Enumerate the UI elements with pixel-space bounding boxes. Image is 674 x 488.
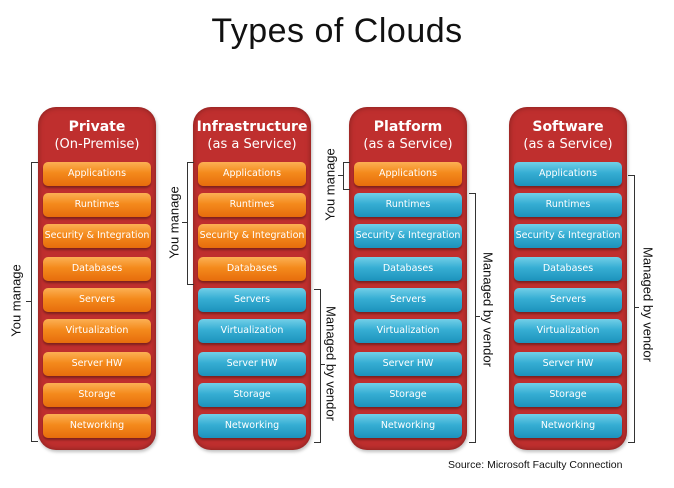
column-title: Infrastructure xyxy=(196,119,308,135)
layer-networking: Networking xyxy=(354,414,462,438)
bracket-tick xyxy=(26,301,31,302)
bracket-tick xyxy=(634,307,639,308)
layer-security-integration: Security & Integration xyxy=(514,224,622,248)
layer-servers: Servers xyxy=(354,288,462,312)
layer-servers: Servers xyxy=(198,288,306,312)
layer-servers: Servers xyxy=(43,288,151,312)
layer-servers: Servers xyxy=(514,288,622,312)
column-header: Private (On-Premise) xyxy=(38,118,156,154)
managed-by-vendor-label: Managed by vendor xyxy=(480,252,496,367)
layer-runtimes: Runtimes xyxy=(354,193,462,217)
layer-runtimes: Runtimes xyxy=(43,193,151,217)
diagram-title: Types of Clouds xyxy=(211,12,463,50)
layer-server-hw: Server HW xyxy=(514,352,622,376)
column-subtitle: (as a Service) xyxy=(523,137,613,152)
layer-databases: Databases xyxy=(514,257,622,281)
layer-networking: Networking xyxy=(198,414,306,438)
column-infrastructure: Infrastructure (as a Service) Applicatio… xyxy=(193,107,311,450)
layer-storage: Storage xyxy=(514,383,622,407)
bracket-tick xyxy=(320,364,325,365)
layer-networking: Networking xyxy=(514,414,622,438)
layer-security-integration: Security & Integration xyxy=(43,224,151,248)
column-subtitle: (On-Premise) xyxy=(54,137,140,152)
column-header: Software (as a Service) xyxy=(509,118,627,154)
layer-server-hw: Server HW xyxy=(43,352,151,376)
you-manage-label: You manage xyxy=(8,264,24,337)
managed-by-vendor-label: Managed by vendor xyxy=(323,306,339,421)
layer-runtimes: Runtimes xyxy=(198,193,306,217)
layer-virtualization: Virtualization xyxy=(43,319,151,343)
layer-applications: Applications xyxy=(514,162,622,186)
layer-runtimes: Runtimes xyxy=(514,193,622,217)
layer-applications: Applications xyxy=(43,162,151,186)
layer-virtualization: Virtualization xyxy=(354,319,462,343)
you-manage-label: You manage xyxy=(322,148,338,221)
you-manage-label: You manage xyxy=(166,186,182,259)
layer-security-integration: Security & Integration xyxy=(198,224,306,248)
layer-virtualization: Virtualization xyxy=(198,319,306,343)
managed-by-vendor-label: Managed by vendor xyxy=(640,247,656,362)
layer-networking: Networking xyxy=(43,414,151,438)
layer-security-integration: Security & Integration xyxy=(354,224,462,248)
vendor-bracket xyxy=(469,193,476,443)
bracket-tick xyxy=(182,222,187,223)
layer-storage: Storage xyxy=(198,383,306,407)
layer-virtualization: Virtualization xyxy=(514,319,622,343)
layer-databases: Databases xyxy=(198,257,306,281)
layer-server-hw: Server HW xyxy=(198,352,306,376)
column-platform: Platform (as a Service) Applications Run… xyxy=(349,107,467,450)
layer-applications: Applications xyxy=(354,162,462,186)
you-manage-bracket xyxy=(187,162,194,285)
column-private: Private (On-Premise) Applications Runtim… xyxy=(38,107,156,450)
column-header: Platform (as a Service) xyxy=(349,118,467,154)
column-subtitle: (as a Service) xyxy=(207,137,297,152)
column-software: Software (as a Service) Applications Run… xyxy=(509,107,627,450)
column-title: Platform xyxy=(373,119,443,135)
bracket-tick xyxy=(475,316,480,317)
column-header: Infrastructure (as a Service) xyxy=(193,118,311,154)
layer-applications: Applications xyxy=(198,162,306,186)
column-title: Private xyxy=(68,119,126,135)
layer-storage: Storage xyxy=(354,383,462,407)
vendor-bracket xyxy=(628,175,635,443)
layer-databases: Databases xyxy=(43,257,151,281)
column-title: Software xyxy=(532,119,604,135)
you-manage-bracket xyxy=(343,162,350,190)
layer-server-hw: Server HW xyxy=(354,352,462,376)
you-manage-bracket xyxy=(31,162,38,442)
layer-storage: Storage xyxy=(43,383,151,407)
column-subtitle: (as a Service) xyxy=(363,137,453,152)
bracket-tick xyxy=(338,175,343,176)
layer-databases: Databases xyxy=(354,257,462,281)
source-caption: Source: Microsoft Faculty Connection xyxy=(448,459,623,471)
vendor-bracket xyxy=(314,289,321,443)
